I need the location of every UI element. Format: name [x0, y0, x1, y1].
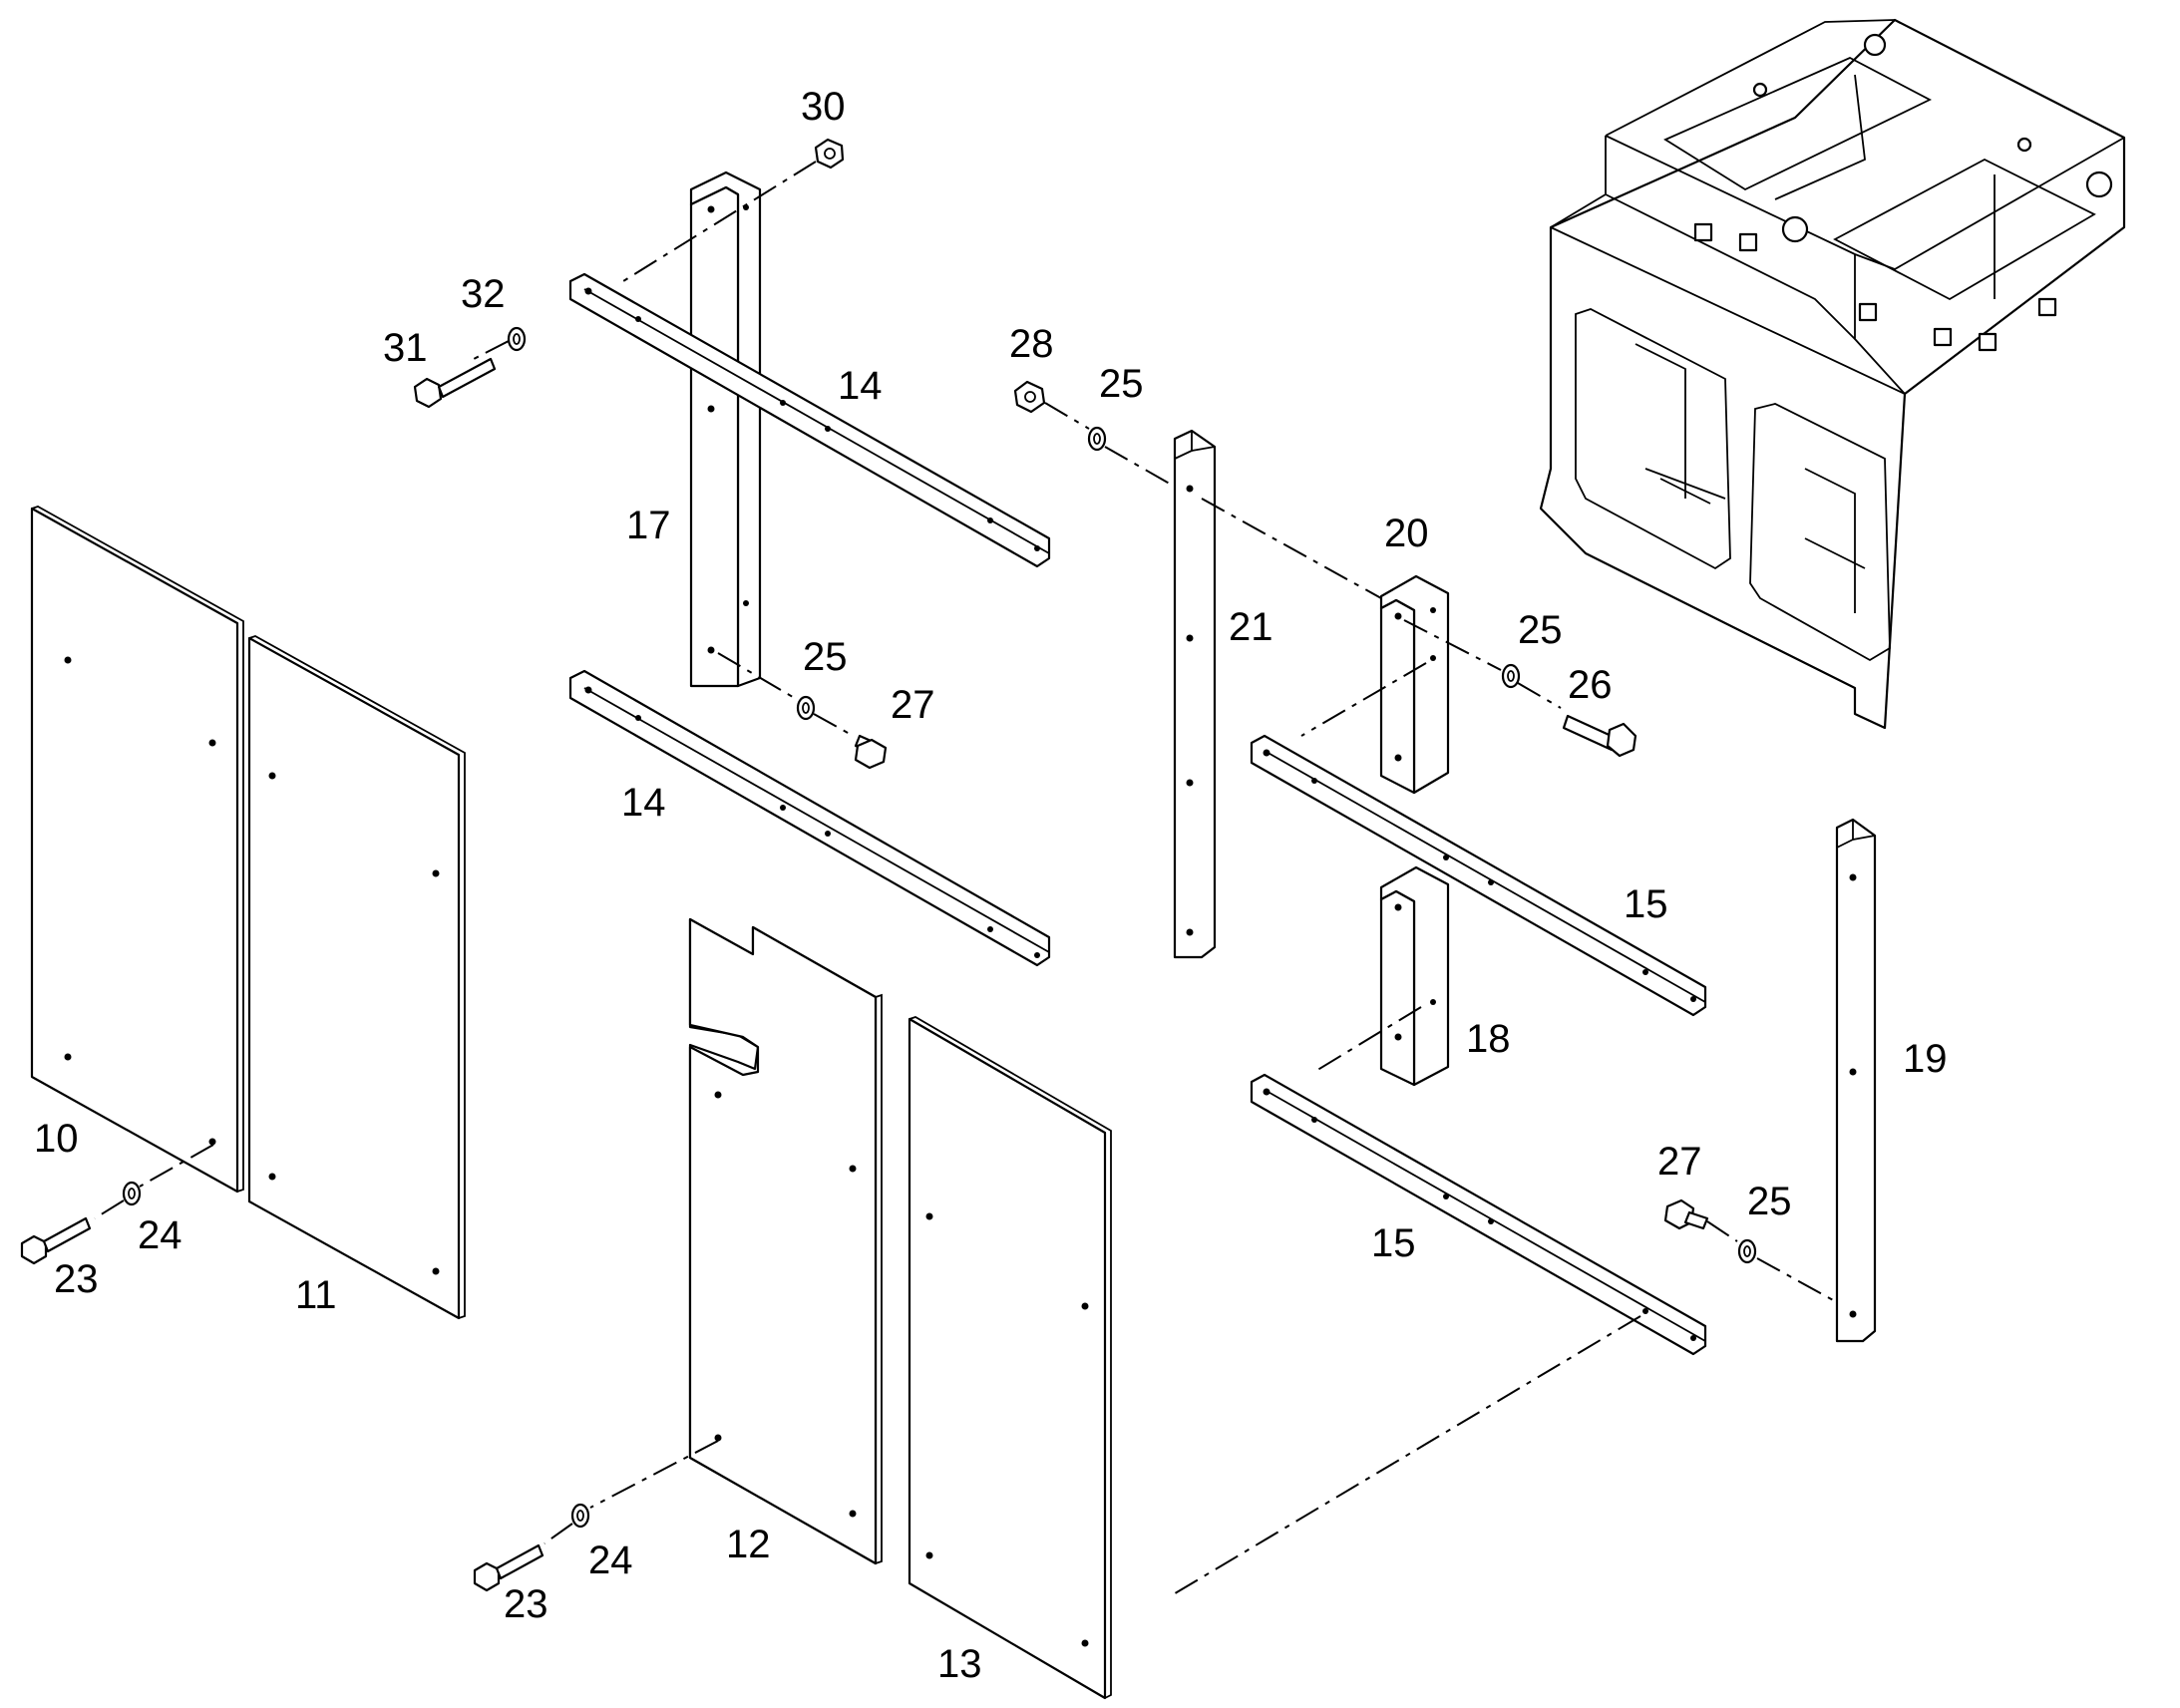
callout-30: 30	[801, 85, 846, 129]
callout-15-bottom: 15	[1371, 1221, 1416, 1265]
nut-30	[814, 138, 845, 170]
rail-15-bottom	[1250, 1073, 1707, 1356]
washer-25-a	[1087, 426, 1107, 452]
callout-25-top: 25	[1099, 362, 1144, 406]
callout-32: 32	[461, 272, 506, 316]
callout-12: 12	[726, 1523, 771, 1566]
leader-lines	[94, 161, 1836, 1596]
washer-25-c	[1501, 663, 1521, 689]
panel-10	[30, 506, 244, 1194]
callout-11: 11	[295, 1273, 337, 1317]
channel-18	[1379, 865, 1450, 1087]
callout-17: 17	[626, 504, 671, 547]
bolt-23-b	[473, 1543, 545, 1592]
callout-10: 10	[34, 1117, 79, 1161]
panel-11	[247, 635, 466, 1320]
channel-17	[689, 171, 762, 688]
nut-28	[1013, 380, 1046, 414]
callout-31: 31	[383, 326, 428, 370]
bolt-27-b	[1663, 1198, 1709, 1230]
machine-frame-assembly	[1539, 18, 2126, 730]
bolt-31	[413, 357, 497, 409]
callout-19: 19	[1903, 1037, 1948, 1081]
callout-25-mid-left: 25	[803, 635, 848, 679]
channel-21	[1173, 429, 1217, 959]
callout-13: 13	[937, 1642, 982, 1686]
callout-24-left: 24	[138, 1213, 182, 1257]
rail-14-top	[568, 272, 1051, 568]
washer-24-b	[570, 1503, 590, 1529]
callout-23-bottom: 23	[504, 1582, 548, 1626]
rail-14-bottom	[568, 669, 1051, 967]
callout-14-bottom: 14	[621, 781, 666, 825]
callout-27-top: 27	[891, 683, 935, 727]
callout-24-bottom: 24	[588, 1538, 633, 1582]
callout-25-bottom: 25	[1747, 1180, 1792, 1223]
callout-20: 20	[1384, 512, 1429, 555]
rail-15-top	[1250, 734, 1707, 1017]
bolt-26	[1562, 714, 1637, 758]
washer-32	[507, 326, 527, 352]
callout-labels: 30 32 31 14 28 25 17 20 21 25 25 26 27 1…	[34, 85, 1948, 1686]
callout-15-top: 15	[1624, 882, 1668, 926]
callout-21: 21	[1229, 605, 1273, 649]
callout-28: 28	[1009, 322, 1054, 366]
callout-25-mid-right: 25	[1518, 608, 1563, 652]
callout-26: 26	[1568, 663, 1613, 707]
panel-13	[908, 1016, 1112, 1700]
callout-27-bottom: 27	[1657, 1140, 1702, 1184]
channel-19	[1835, 818, 1877, 1343]
washer-24-a	[122, 1181, 142, 1206]
panel-12	[688, 917, 883, 1565]
callout-18: 18	[1466, 1017, 1511, 1061]
callout-23-left: 23	[54, 1257, 99, 1301]
callout-14-top: 14	[838, 364, 883, 408]
washer-25-b	[796, 695, 816, 721]
bolt-23-a	[20, 1216, 92, 1265]
bolt-27-a	[854, 734, 888, 770]
channel-20	[1379, 574, 1450, 795]
washer-25-d	[1737, 1238, 1757, 1264]
